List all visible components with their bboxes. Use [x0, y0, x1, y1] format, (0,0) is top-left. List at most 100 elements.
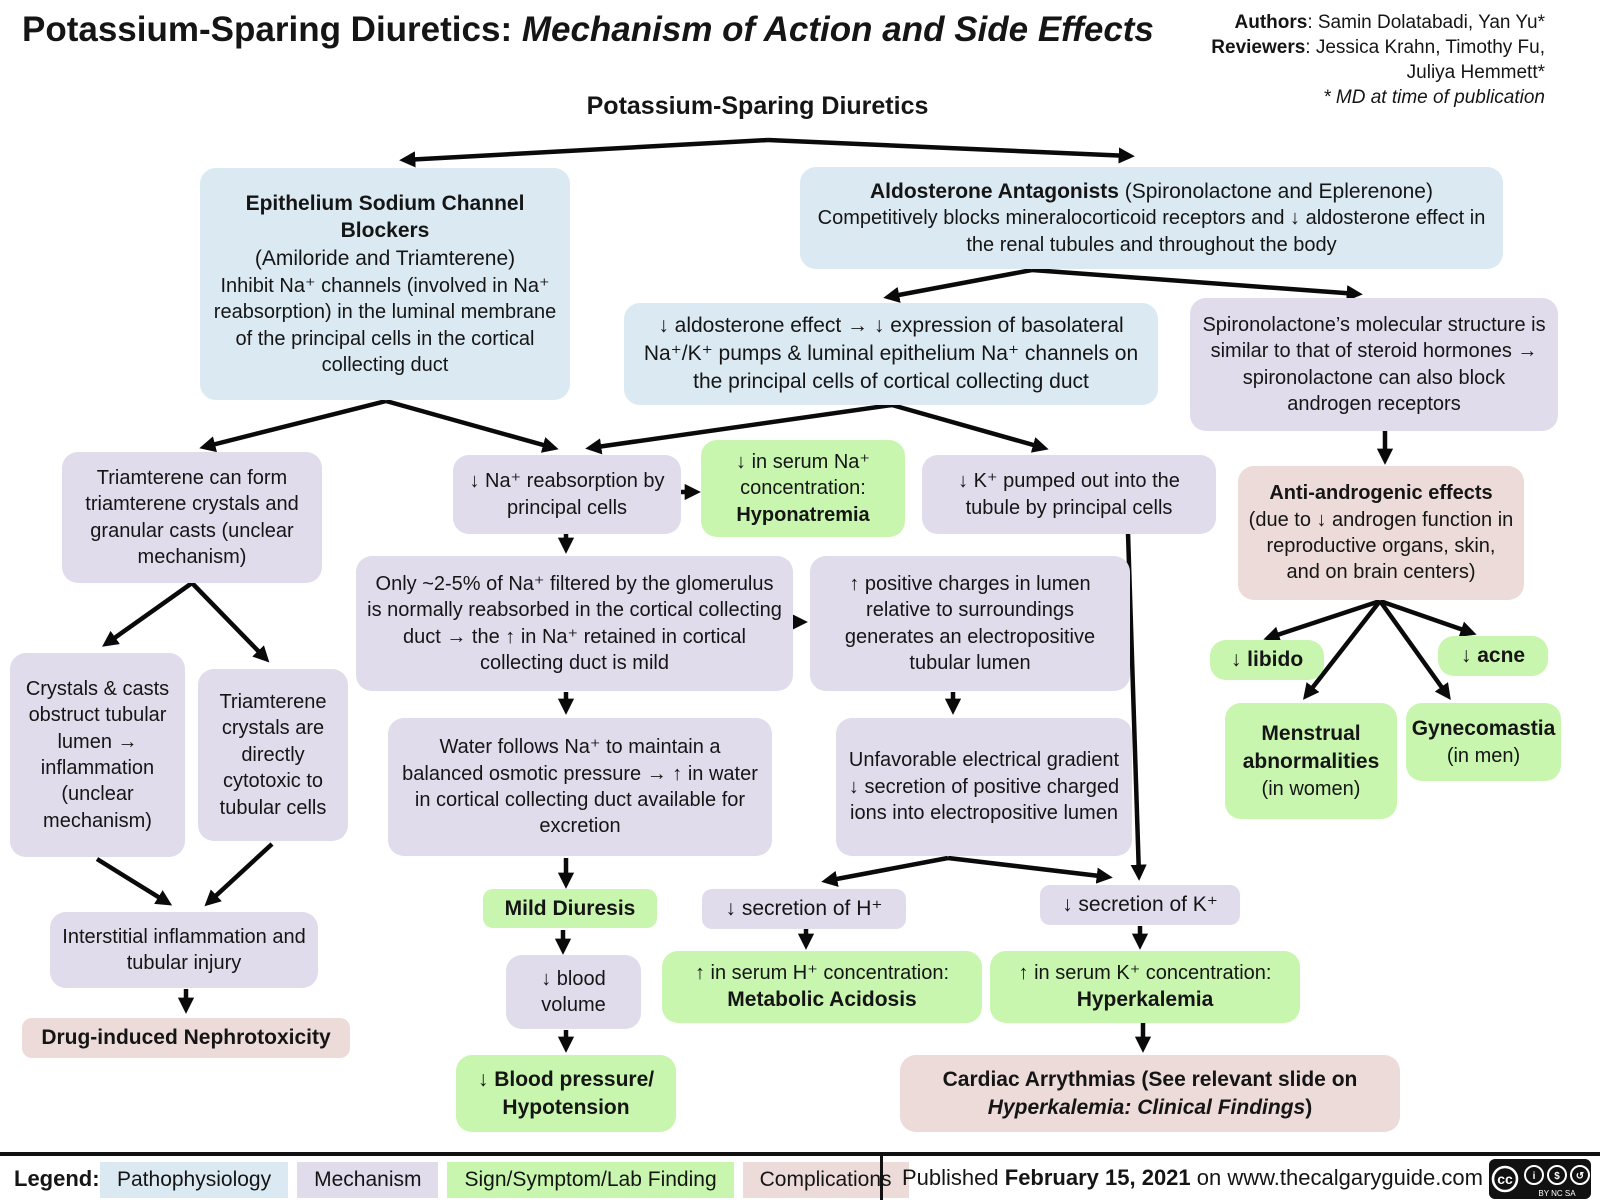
arrow-antiandro-to-libido	[1263, 598, 1381, 643]
arrow-unfavorable-to-h-secretion	[821, 855, 949, 887]
arrow-root-to-aldosterone	[767, 137, 1135, 164]
box-blood-volume: ↓ blood volume	[506, 955, 641, 1029]
h-secretion-text: ↓ secretion of H⁺	[725, 897, 883, 921]
page-title-subtitle: Mechanism of Action and Side Effects	[512, 10, 1154, 49]
box-crystals-cytotoxic: Triamterene crystals are directly cytoto…	[198, 669, 348, 841]
antiandro-rest: (due to ↓ androgen function in reproduct…	[1248, 508, 1514, 584]
box-interstitial-inflammation: Interstitial inflammation and tubular in…	[50, 912, 318, 988]
legend-item-complications: Complications	[742, 1162, 909, 1198]
svg-text:cc: cc	[1497, 1171, 1513, 1187]
arrow-antiandro-to-menstrual	[1303, 599, 1382, 700]
cc-license-icon: cc i $ ↺ BY NC SA	[1488, 1158, 1592, 1200]
arrow-crystals-to-interstitial	[95, 857, 173, 906]
box-aldosterone-antagonists: Aldosterone Antagonists (Spironolactone …	[800, 167, 1503, 269]
arrow-effect-to-na-reabsorption	[585, 402, 893, 455]
svg-text:$: $	[1554, 1171, 1560, 1182]
nephrotoxicity-text: Drug-induced Nephrotoxicity	[41, 1026, 331, 1050]
box-drug-induced-nephrotoxicity: Drug-induced Nephrotoxicity	[22, 1018, 350, 1058]
box-h-secretion: ↓ secretion of H⁺	[702, 889, 906, 929]
box-k-secretion: ↓ secretion of K⁺	[1040, 885, 1240, 925]
box-triamterene-crystals: Triamterene can form triamterene crystal…	[62, 452, 322, 583]
enac-title: Epithelium Sodium Channel Blockers	[245, 191, 525, 243]
mild-diuresis-text: Mild Diuresis	[504, 896, 636, 920]
hyperkalemia-line: ↑ in serum K⁺ concentration:	[1018, 961, 1272, 984]
arrow-antiandro-to-gynecomastia	[1378, 599, 1451, 700]
arrow-aldosterone-to-effect	[883, 267, 1033, 303]
box-aldosterone-effect: ↓ aldosterone effect → ↓ expression of b…	[624, 303, 1158, 405]
na-reabsorption-text: ↓ Na⁺ reabsorption by principal cells	[469, 470, 665, 519]
md-note: * MD at time of publication	[1323, 87, 1545, 109]
only25-text: Only ~2-5% of Na⁺ filtered by the glomer…	[367, 572, 782, 674]
arrow-unfavorable-to-k-secretion	[947, 855, 1113, 884]
box-unfavorable-gradient: Unfavorable electrical gradient ↓ secret…	[836, 718, 1132, 856]
box-anti-androgenic-effects: Anti-androgenic effects (due to ↓ androg…	[1238, 466, 1524, 600]
legend-divider	[880, 1156, 883, 1200]
aldo-effect-text: ↓ aldosterone effect → ↓ expression of b…	[643, 314, 1139, 393]
legend-bar: Legend: Pathophysiology Mechanism Sign/S…	[0, 1152, 1600, 1200]
enac-body: Inhibit Na⁺ channels (involved in Na⁺ re…	[213, 274, 557, 376]
box-menstrual-abnormalities: Menstrual abnormalities (in women)	[1225, 703, 1397, 819]
legend-items: Pathophysiology Mechanism Sign/Symptom/L…	[100, 1160, 909, 1200]
bp-line1: ↓ Blood pressure/	[477, 1067, 655, 1091]
arrow-tri-to-crystals	[102, 581, 194, 647]
box-decreased-acne: ↓ acne	[1438, 636, 1548, 676]
svg-text:BY NC SA: BY NC SA	[1538, 1189, 1576, 1198]
svg-text:↺: ↺	[1576, 1171, 1584, 1182]
box-crystals-casts-obstruct: Crystals & casts obstruct tubular lumen …	[10, 653, 185, 857]
arrow-antiandro-to-acne	[1379, 598, 1477, 637]
libido-text: ↓ libido	[1230, 648, 1304, 672]
menstrual-rest: (in women)	[1261, 777, 1361, 800]
hyperkalemia-bold: Hyperkalemia	[1076, 988, 1214, 1012]
reviewers-line2: Juliya Hemmett*	[1406, 62, 1545, 84]
k-secretion-text: ↓ secretion of K⁺	[1062, 893, 1218, 917]
gynecomastia-bold: Gynecomastia	[1411, 716, 1556, 740]
legend-item-pathophysiology: Pathophysiology	[100, 1162, 289, 1198]
gynecomastia-rest: (in men)	[1446, 744, 1521, 767]
authors-line: Authors: Samin Dolatabadi, Yan Yu*	[1234, 12, 1546, 33]
box-water-follows-na: Water follows Na⁺ to maintain a balanced…	[388, 718, 772, 856]
legend-label: Legend:	[14, 1166, 100, 1191]
arrow-enac-to-triamterene-crystals	[199, 398, 387, 453]
box-cardiac-arrythmias: Cardiac Arrythmias (See relevant slide o…	[900, 1055, 1400, 1132]
box-epithelium-sodium-channel-blockers: Epithelium Sodium Channel Blockers (Amil…	[200, 168, 570, 400]
acne-text: ↓ acne	[1460, 644, 1526, 668]
legend-item-sign-symptom: Sign/Symptom/Lab Finding	[447, 1162, 734, 1198]
hyponatremia-bold: Hyponatremia	[736, 503, 870, 526]
box-na-reabsorption: ↓ Na⁺ reabsorption by principal cells	[453, 455, 681, 534]
arrow-tri-to-cytotoxic	[190, 581, 270, 663]
acidosis-line: ↑ in serum H⁺ concentration:	[695, 961, 949, 984]
box-hyponatremia: ↓ in serum Na⁺ concentration: Hyponatrem…	[701, 440, 905, 537]
arrow-effect-to-k-pumped	[891, 402, 1049, 453]
k-pumped-text: ↓ K⁺ pumped out into the tubule by princ…	[958, 470, 1180, 519]
enac-subtitle: (Amiloride and Triamterene)	[254, 247, 516, 271]
aldo-title: Aldosterone Antagonists (Spironolactone …	[870, 179, 1433, 203]
box-spironolactone-structure: Spironolactone’s molecular structure is …	[1190, 298, 1558, 431]
unfavorable-text: Unfavorable electrical gradient ↓ secret…	[848, 749, 1120, 825]
page-title: Potassium-Sparing Diuretics: Mechanism o…	[22, 10, 1172, 50]
bp-line2: Hypotension	[502, 1095, 630, 1119]
box-hypotension: ↓ Blood pressure/ Hypotension	[456, 1055, 676, 1132]
box-gynecomastia: Gynecomastia (in men)	[1406, 703, 1561, 781]
box-only-2-5-percent: Only ~2-5% of Na⁺ filtered by the glomer…	[356, 556, 793, 691]
aldo-body: Competitively blocks mineralocorticoid r…	[817, 207, 1486, 256]
crystals-text: Crystals & casts obstruct tubular lumen …	[25, 677, 170, 832]
acidosis-bold: Metabolic Acidosis	[727, 988, 917, 1012]
box-metabolic-acidosis: ↑ in serum H⁺ concentration: Metabolic A…	[662, 951, 982, 1023]
authors-block: Authors: Samin Dolatabadi, Yan Yu* Revie…	[1085, 10, 1545, 110]
root-node-label: Potassium-Sparing Diuretics	[586, 92, 929, 120]
interstitial-text: Interstitial inflammation and tubular in…	[62, 925, 306, 974]
spiro-text: Spironolactone’s molecular structure is …	[1202, 313, 1546, 415]
positive-charges-text: ↑ positive charges in lumen relative to …	[844, 572, 1096, 674]
cytotoxic-text: Triamterene crystals are directly cytoto…	[219, 691, 327, 819]
box-k-pumped-out: ↓ K⁺ pumped out into the tubule by princ…	[922, 455, 1216, 534]
water-text: Water follows Na⁺ to maintain a balanced…	[402, 736, 758, 838]
box-positive-charges: ↑ positive charges in lumen relative to …	[810, 556, 1130, 691]
triamterene-crystals-text: Triamterene can form triamterene crystal…	[85, 466, 299, 568]
box-mild-diuresis: Mild Diuresis	[483, 889, 657, 928]
arrow-cytotoxic-to-interstitial	[204, 842, 274, 907]
arrow-root-to-enac	[399, 137, 769, 168]
published-line: Published February 15, 2021 on www.theca…	[902, 1165, 1483, 1190]
reviewers-line: Reviewers: Jessica Krahn, Timothy Fu,	[1211, 37, 1545, 59]
